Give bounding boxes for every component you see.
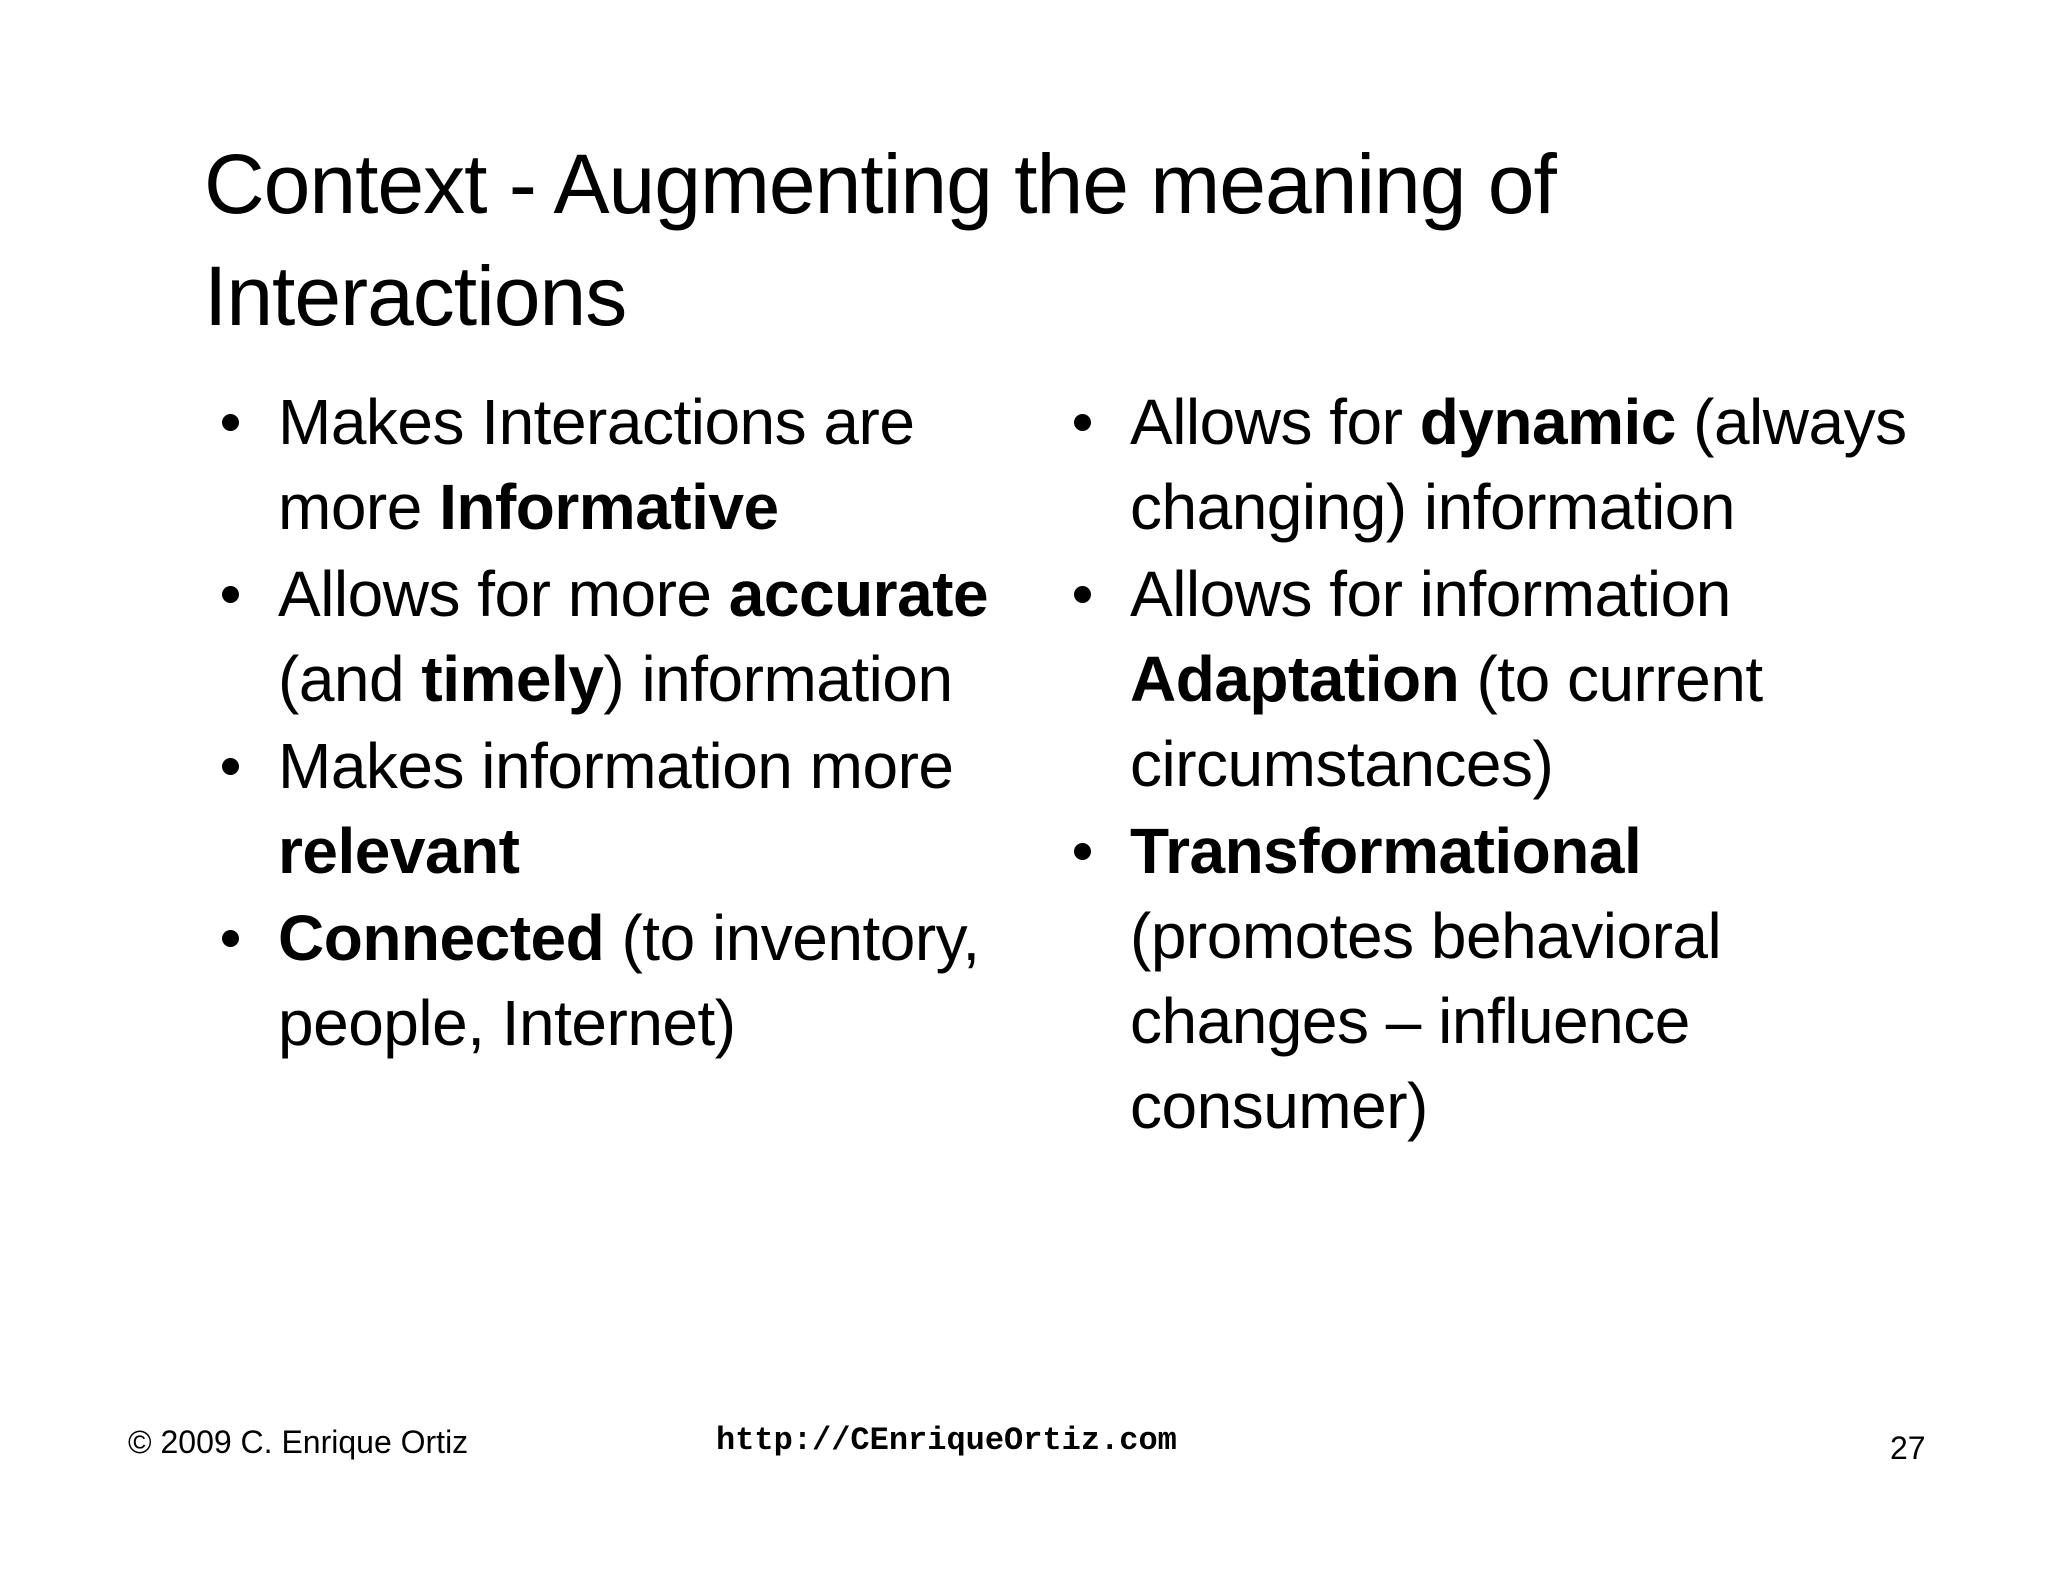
bullet-icon	[222, 758, 239, 775]
slide-title: Context - Augmenting the meaning of Inte…	[204, 137, 1557, 343]
bullet-item: Makes Interactions are more Informative	[210, 380, 1010, 550]
bullet-text: (to current circumstances)	[1130, 643, 1763, 800]
bullet-item: Allows for dynamic (always changing) inf…	[1062, 380, 1912, 550]
bullet-emphasis: Informative	[439, 471, 779, 543]
footer-copyright: © 2009 C. Enrique Ortiz	[128, 1424, 469, 1460]
bullet-text: Allows for more	[278, 558, 729, 630]
bullet-text: (and	[278, 643, 422, 715]
bullet-emphasis: dynamic	[1419, 386, 1677, 458]
bullet-item: Transformational (promotes behavioral ch…	[1062, 809, 1912, 1149]
bullet-text: (to inventory, people, Internet)	[278, 902, 980, 1059]
bullet-icon	[1074, 414, 1091, 431]
bullet-emphasis: accurate	[728, 558, 989, 630]
page-number: 27	[1890, 1430, 1926, 1466]
bullet-icon	[222, 414, 239, 431]
bullet-emphasis: Adaptation	[1130, 643, 1460, 715]
bullet-icon	[222, 930, 239, 947]
footer-url-link[interactable]: http://CEnriqueOrtiz.com	[716, 1422, 1177, 1459]
bullet-text: ) information	[603, 643, 953, 715]
bullet-item: Allows for more accurate (and timely) in…	[210, 552, 1010, 722]
bullet-text: Allows for information	[1130, 558, 1731, 630]
bullet-emphasis: Connected	[278, 902, 605, 974]
bullet-icon	[1074, 843, 1091, 860]
right-bullet-list: Allows for dynamic (always changing) inf…	[1062, 380, 1912, 1151]
bullet-icon	[1074, 586, 1091, 603]
left-bullet-list: Makes Interactions are more Informative …	[210, 380, 1010, 1068]
bullet-text: Allows for	[1130, 386, 1420, 458]
bullet-text: (promotes behavioral changes – influence…	[1130, 900, 1722, 1142]
bullet-emphasis: relevant	[278, 815, 520, 887]
bullet-item: Allows for information Adaptation (to cu…	[1062, 552, 1912, 807]
bullet-text: Makes information more	[278, 730, 954, 802]
bullet-item: Connected (to inventory, people, Interne…	[210, 896, 1010, 1066]
bullet-emphasis: timely	[421, 643, 604, 715]
bullet-item: Makes information more relevant	[210, 724, 1010, 894]
bullet-text: (always changing) information	[1130, 386, 1907, 543]
bullet-emphasis: Transformational	[1130, 815, 1642, 887]
bullet-text: Makes Interactions are more	[278, 386, 915, 543]
bullet-icon	[222, 586, 239, 603]
